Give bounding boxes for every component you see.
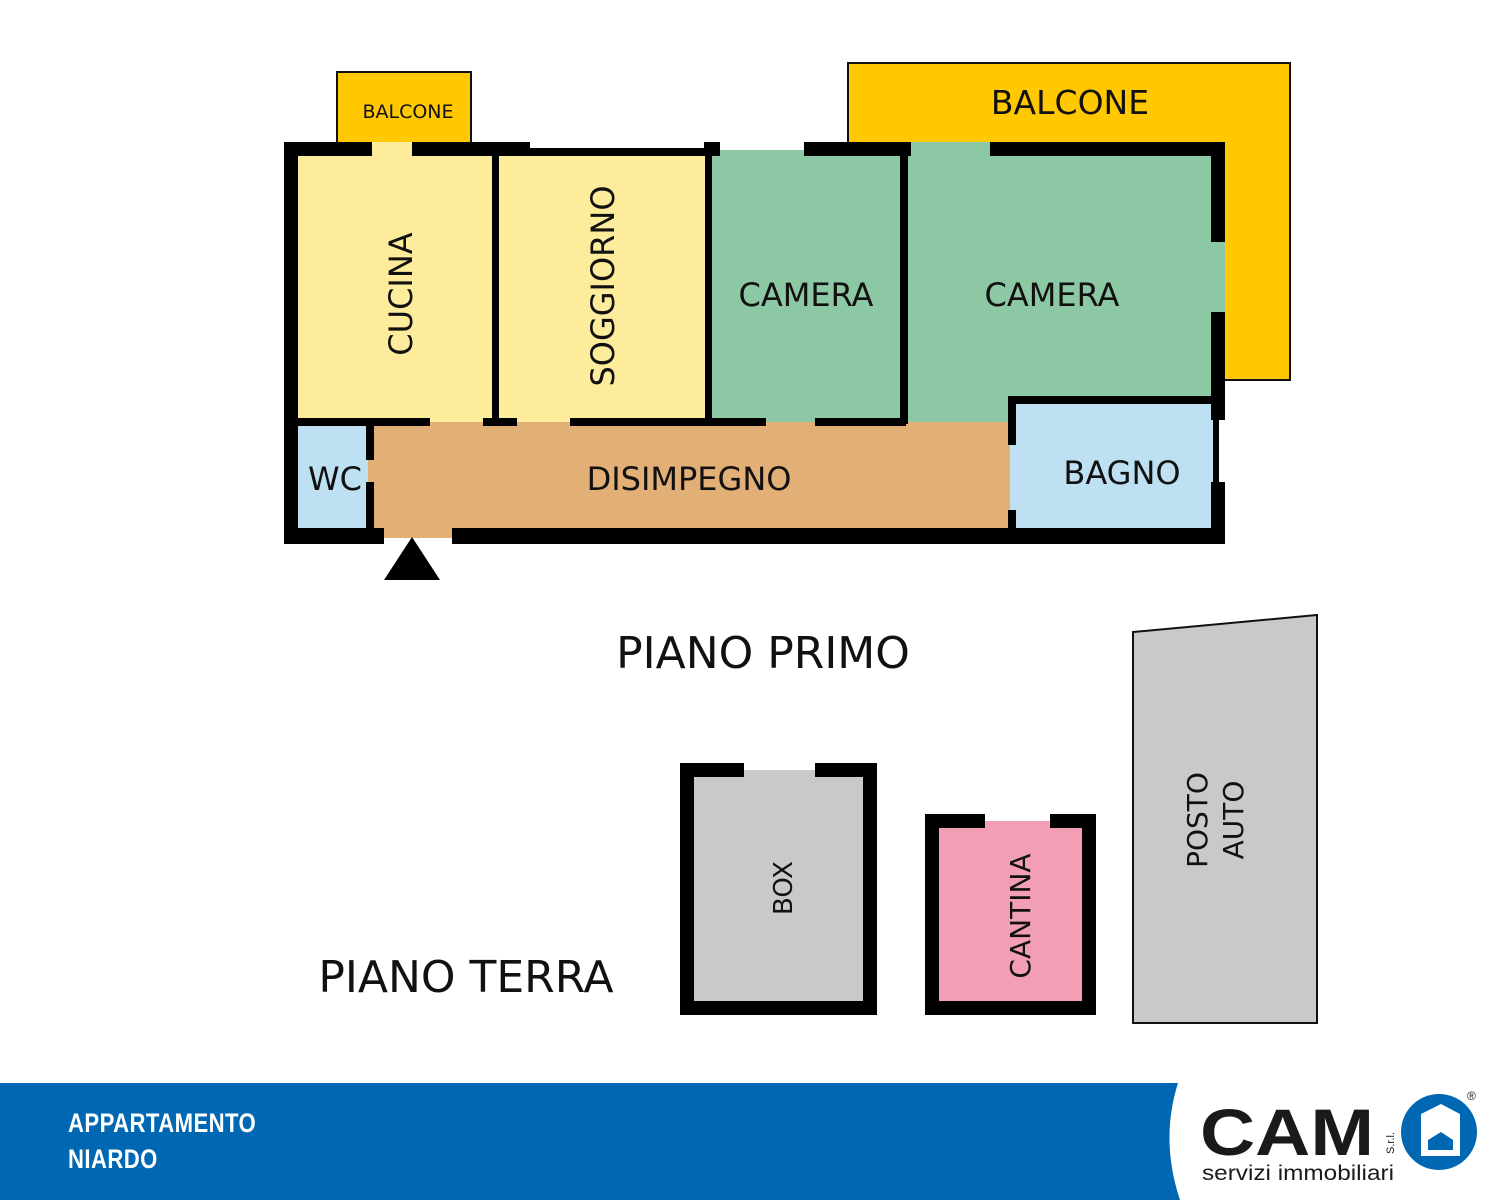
footer-band bbox=[0, 1083, 1180, 1200]
label-balcone-large: BALCONE bbox=[991, 83, 1149, 122]
label-auto: AUTO bbox=[1217, 781, 1250, 860]
entry-threshold bbox=[384, 528, 452, 538]
logo-tagline: servizi immobiliari bbox=[1202, 1162, 1394, 1185]
room-wc bbox=[296, 424, 370, 530]
room-cucina bbox=[296, 150, 496, 422]
footer-line-2: NIARDO bbox=[68, 1144, 158, 1174]
label-cucina: CUCINA bbox=[382, 232, 420, 355]
room-disimpegno bbox=[368, 422, 1012, 530]
label-posto: POSTO bbox=[1181, 772, 1214, 868]
label-cantina: CANTINA bbox=[1004, 853, 1037, 978]
window-camera bbox=[1211, 242, 1225, 312]
label-wc: WC bbox=[308, 460, 362, 498]
label-camera-2: CAMERA bbox=[985, 276, 1120, 314]
label-bagno: BAGNO bbox=[1063, 454, 1180, 492]
door-balcone-camera bbox=[911, 142, 990, 156]
label-box: BOX bbox=[769, 861, 799, 915]
title-piano-primo: PIANO PRIMO bbox=[616, 628, 910, 679]
label-disimpegno: DISIMPEGNO bbox=[587, 460, 792, 498]
logo-house-shape-icon bbox=[1421, 1104, 1460, 1156]
room-posto-auto bbox=[1132, 613, 1318, 1024]
logo-suffix: S.r.l. bbox=[1385, 1132, 1397, 1154]
footer-line-1: APPARTAMENTO bbox=[68, 1108, 257, 1138]
logo-brand: CAM bbox=[1200, 1095, 1374, 1169]
room-soggiorno bbox=[496, 150, 710, 422]
walls bbox=[284, 142, 1225, 544]
label-soggiorno: SOGGIORNO bbox=[584, 185, 622, 386]
cantina-walls bbox=[925, 814, 1096, 1015]
entrance-arrow-icon bbox=[384, 537, 440, 580]
room-cantina bbox=[932, 821, 1089, 1008]
room-box bbox=[687, 770, 870, 1008]
label-balcone-small: BALCONE bbox=[362, 101, 453, 123]
balcone-small bbox=[336, 71, 472, 151]
room-bagno bbox=[1010, 400, 1216, 530]
logo-registered: ® bbox=[1467, 1089, 1476, 1103]
door-balcone bbox=[372, 142, 412, 156]
room-camera-2 bbox=[904, 146, 1216, 424]
cam-logo: CAM S.r.l. servizi immobiliari ® bbox=[1200, 1089, 1477, 1185]
title-piano-terra: PIANO TERRA bbox=[318, 952, 613, 1003]
room-camera-1 bbox=[708, 150, 906, 422]
box-walls bbox=[680, 763, 877, 1015]
label-camera-1: CAMERA bbox=[739, 276, 874, 314]
